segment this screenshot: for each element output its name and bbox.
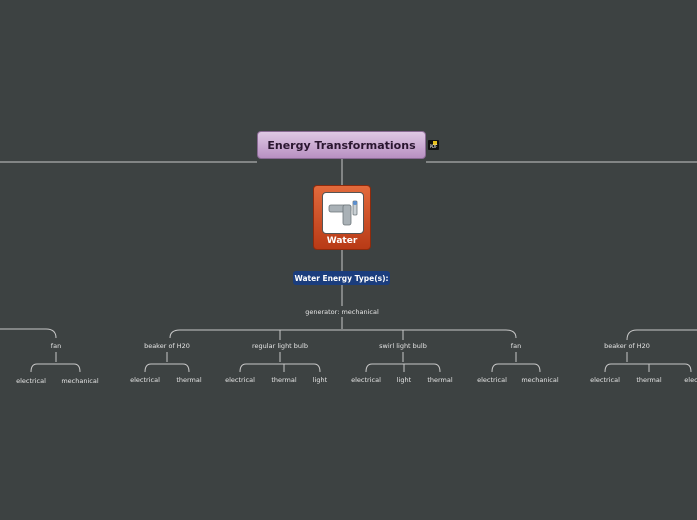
group-label[interactable]: fan bbox=[50, 342, 62, 350]
generator-label[interactable]: generator: mechanical bbox=[305, 308, 379, 316]
child-label[interactable]: electrical bbox=[130, 376, 160, 384]
faucet-icon bbox=[322, 192, 364, 234]
child-label[interactable]: light bbox=[312, 376, 328, 384]
child-label[interactable]: thermal bbox=[636, 376, 662, 384]
group-label[interactable]: beaker of H20 bbox=[144, 342, 190, 350]
group-label[interactable]: beaker of H20 bbox=[604, 342, 650, 350]
water-node[interactable]: Water bbox=[313, 185, 371, 250]
child-label[interactable]: mechanical bbox=[521, 376, 559, 384]
energy-type-node[interactable]: Water Energy Type(s): bbox=[293, 271, 390, 285]
energy-type-label: Water Energy Type(s): bbox=[294, 273, 389, 283]
root-node[interactable]: Energy Transformations bbox=[257, 131, 426, 159]
group-label[interactable]: regular light bulb bbox=[252, 342, 308, 350]
pdf-icon[interactable]: PDF bbox=[428, 140, 439, 150]
child-label[interactable]: electrical bbox=[590, 376, 620, 384]
child-label[interactable]: elec bbox=[684, 376, 697, 384]
child-label[interactable]: electrical bbox=[477, 376, 507, 384]
child-label[interactable]: thermal bbox=[176, 376, 202, 384]
child-label[interactable]: electrical bbox=[351, 376, 381, 384]
root-title: Energy Transformations bbox=[267, 138, 416, 152]
child-label[interactable]: thermal bbox=[427, 376, 453, 384]
child-label[interactable]: electrical bbox=[225, 376, 255, 384]
child-label[interactable]: electrical bbox=[16, 377, 46, 385]
child-label[interactable]: mechanical bbox=[61, 377, 99, 385]
group-label[interactable]: swirl light bulb bbox=[379, 342, 427, 350]
child-label[interactable]: thermal bbox=[271, 376, 297, 384]
water-label: Water bbox=[326, 236, 358, 246]
group-label[interactable]: fan bbox=[510, 342, 522, 350]
child-label[interactable]: light bbox=[396, 376, 412, 384]
